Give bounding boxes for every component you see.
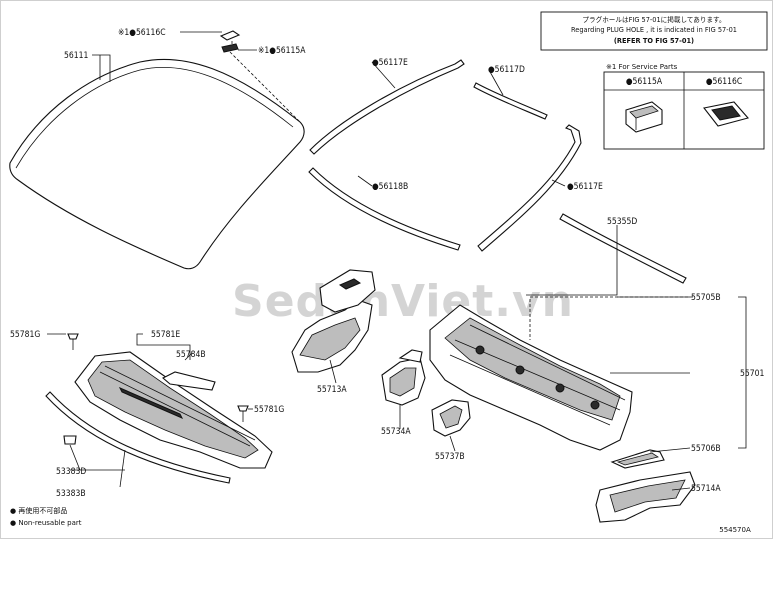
molding-56117d [473, 82, 548, 120]
bracket-55706b [610, 449, 665, 469]
label-55781g-left: 55781G [10, 330, 40, 340]
service-part-56115a: ●56115A [626, 77, 663, 87]
label-55714a: 55714A [691, 484, 721, 494]
service-part-56115a-icon [625, 101, 663, 133]
legend-jp: ● 再使用不可部品 [10, 506, 67, 515]
part-labels: ※1●56116C 56111 ※1●56115A ●56117E ●56117… [10, 28, 764, 499]
clip-56115a-icon [221, 43, 239, 53]
bracket-55734a [381, 349, 426, 406]
bracket-55714a [595, 471, 696, 523]
label-55706b: 55706B [691, 444, 721, 454]
leader-lines [47, 31, 747, 491]
label-56116c: ※1●56116C [118, 28, 166, 38]
bracket-55713a [291, 269, 376, 373]
label-55734a: 55734A [381, 427, 411, 437]
bracket-55737b [431, 399, 471, 437]
seal-55355d [559, 213, 687, 284]
plug-hole-notice: プラグホールはFIG 57-01に掲載してあります。 Regarding PLU… [540, 11, 768, 51]
label-56117e-top: ●56117E [372, 58, 408, 68]
legend-en: ● Non-reusable part [10, 519, 82, 527]
clip-55781g-left-icon [67, 333, 79, 350]
label-56111: 56111 [64, 51, 88, 61]
part-55784b [162, 371, 216, 391]
label-56117d: ●56117D [488, 65, 525, 75]
label-55701: 55701 [740, 369, 764, 379]
service-parts-box: ※1 For Service Parts ●56115A ●56116C [603, 63, 765, 150]
service-part-56116c: ●56116C [706, 77, 742, 87]
label-55737b: 55737B [435, 452, 465, 462]
label-56118b: ●56118B [372, 182, 408, 192]
molding-56117e-top [309, 59, 465, 155]
notice-line-en: Regarding PLUG HOLE , it is indicated in… [571, 26, 737, 34]
cowl-louver-55781e [74, 351, 273, 469]
label-53383d: 53383D [56, 467, 86, 477]
label-56115a: ※1●56115A [258, 46, 306, 56]
molding-56118b [308, 167, 461, 251]
windshield-glass [9, 58, 305, 270]
clip-53383d-icon [63, 435, 77, 445]
cowl-panel-55701 [429, 304, 633, 451]
figure-code: 554570A [719, 526, 751, 534]
label-55705b: 55705B [691, 293, 721, 303]
notice-line-jp: プラグホールはFIG 57-01に掲載してあります。 [582, 15, 725, 24]
legend: ● 再使用不可部品 ● Non-reusable part [10, 506, 82, 527]
label-55355d: 55355D [607, 217, 637, 227]
label-56117e-right: ●56117E [567, 182, 603, 192]
watermark: SedanViet.vn [232, 276, 574, 327]
label-55784b: 55784B [176, 350, 206, 360]
label-55781e: 55781E [151, 330, 180, 340]
label-53383b: 53383B [56, 489, 86, 499]
molding-56117e-right [477, 124, 582, 252]
label-55781g-right: 55781G [254, 405, 284, 415]
clip-55781g-right-icon [237, 405, 249, 422]
seal-53383b [45, 391, 231, 484]
label-55713a: 55713A [317, 385, 347, 395]
service-part-56116c-icon [703, 101, 749, 127]
service-parts-title: ※1 For Service Parts [606, 63, 678, 71]
notice-refer: (REFER TO FIG 57-01) [614, 37, 694, 45]
dash-leader [229, 51, 301, 123]
clip-56116c-icon [219, 30, 241, 41]
